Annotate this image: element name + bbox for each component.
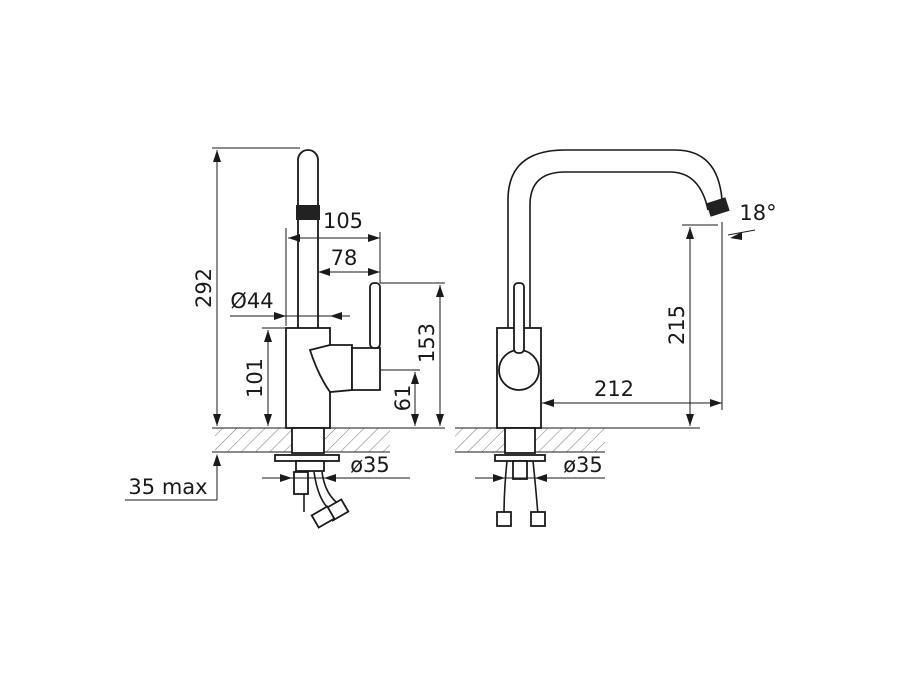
dim-diameter-44: Ø44 <box>230 289 273 313</box>
side-lever <box>369 282 381 349</box>
side-view: 292 105 78 Ø44 101 153 <box>125 147 445 529</box>
side-aerator <box>296 205 320 220</box>
dim-max-thickness: 35 max <box>128 475 207 499</box>
front-aerator <box>706 197 730 217</box>
front-lever <box>513 282 525 354</box>
front-spout <box>507 149 723 330</box>
dim-mount-left: ø35 <box>350 453 390 477</box>
front-view: 215 212 18° ø35 <box>455 149 777 527</box>
dim-angle-18: 18° <box>739 201 776 225</box>
dim-153: 153 <box>415 323 439 363</box>
dim-78: 78 <box>331 246 358 270</box>
dim-292: 292 <box>192 268 216 308</box>
dim-61: 61 <box>391 385 415 412</box>
dim-mount-right: ø35 <box>563 453 603 477</box>
dim-212: 212 <box>594 377 634 401</box>
dim-101: 101 <box>243 358 267 398</box>
dim-215: 215 <box>665 305 689 345</box>
dim-105: 105 <box>323 209 363 233</box>
front-handle-cartridge <box>498 349 540 391</box>
